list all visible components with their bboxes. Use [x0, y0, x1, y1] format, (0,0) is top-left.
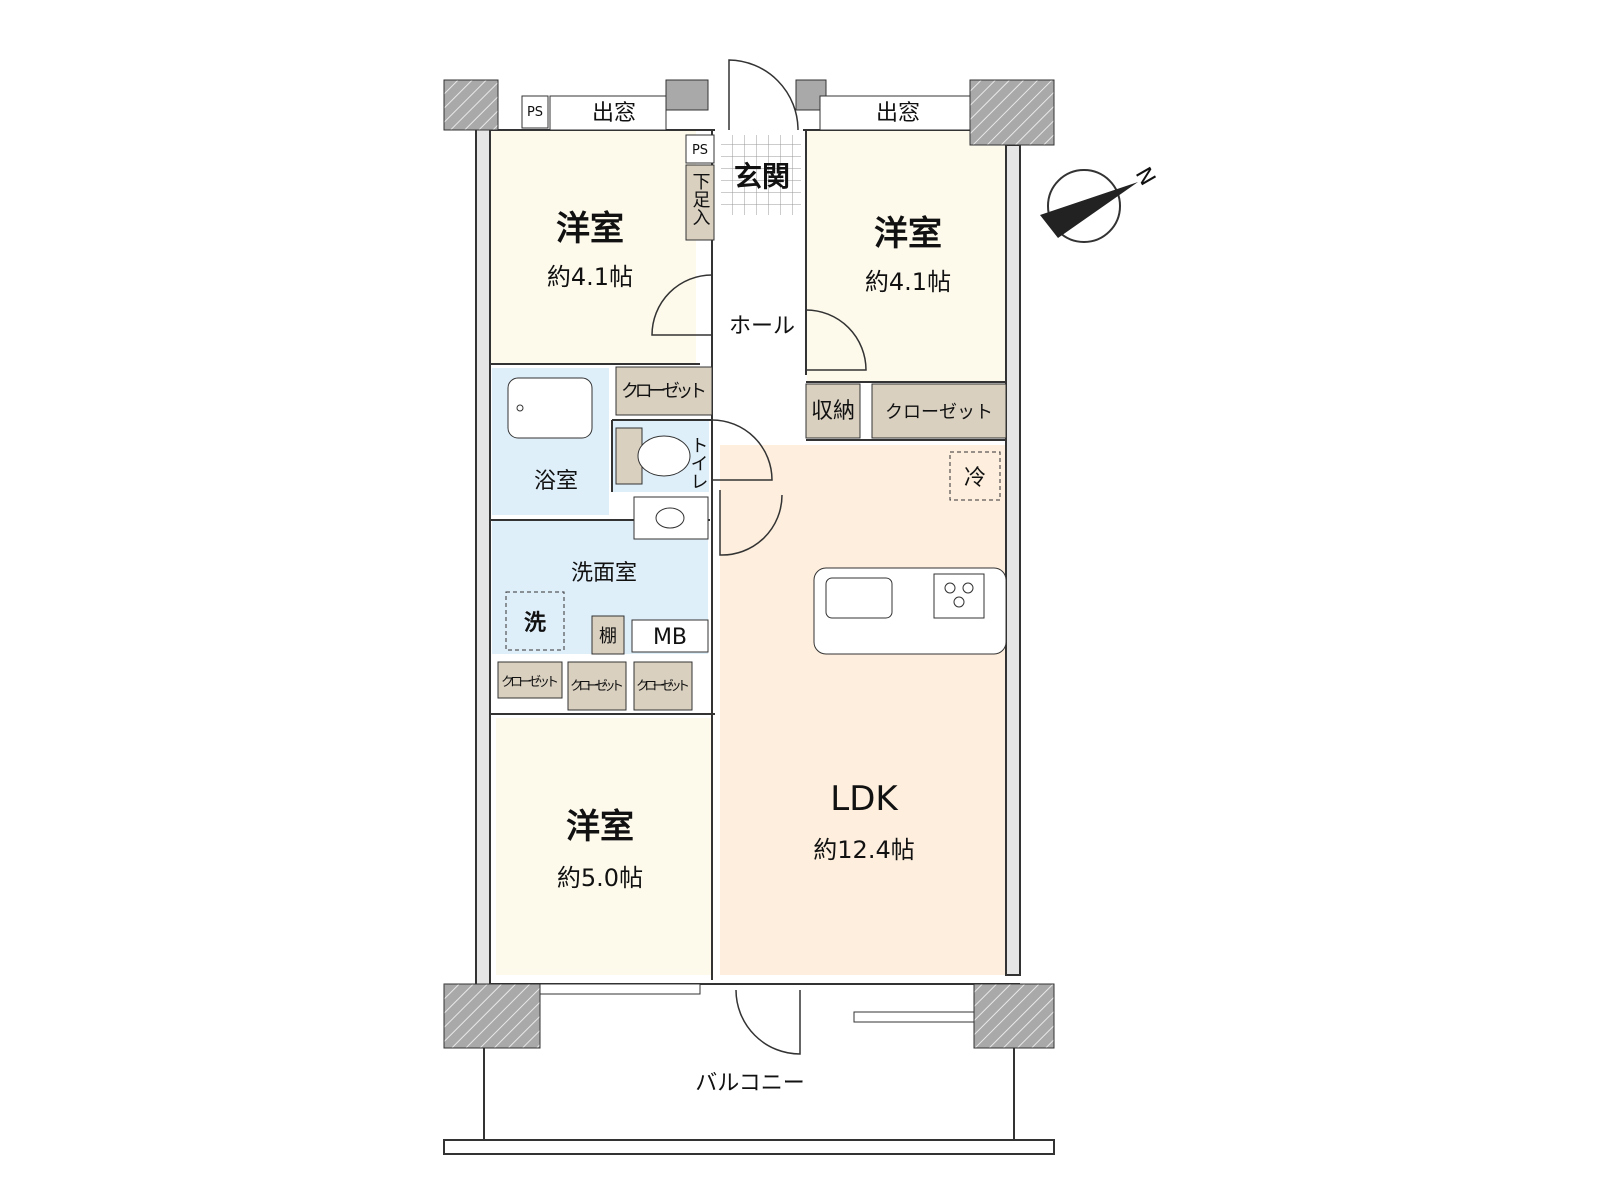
room-name-washroom: 洗面室: [571, 561, 637, 586]
ps-entry-label: PS: [692, 143, 708, 158]
mb-label: MB: [653, 625, 687, 650]
compass-north-label: N: [1130, 163, 1160, 190]
wall-block-nw: [443, 79, 499, 131]
compass-needle: [1040, 182, 1138, 238]
room-name-balcony: バルコニー: [695, 1071, 805, 1096]
stove-burner-2: [962, 582, 974, 594]
western-room-ne-floor: [807, 130, 1006, 382]
closet-s3-label: クローゼット: [636, 679, 690, 694]
room-area-western-s: 約5.0帖: [557, 864, 643, 892]
balcony-door: [735, 989, 801, 1055]
kitchen-sink: [825, 577, 893, 619]
room-area-western-ne: 約4.1帖: [865, 268, 951, 296]
closet-ne: [871, 383, 1007, 439]
entrance-door: [728, 59, 799, 131]
bay-window-right: [819, 95, 971, 131]
storage: [805, 383, 861, 439]
wash-basin-bowl: [655, 507, 685, 529]
entrance-floor: [721, 135, 801, 215]
wall-block-sw: [443, 983, 541, 1049]
door-nw-room: [651, 274, 713, 336]
fridge-label: 冷: [964, 466, 986, 491]
closet-s3: [633, 661, 693, 711]
room-name-toilet: トイレ: [688, 436, 709, 490]
window-se: [853, 1011, 975, 1023]
room-name-hall: ホール: [729, 314, 795, 339]
bay-window-right-label: 出窓: [876, 101, 920, 126]
door-ldk: [719, 490, 783, 556]
stove-burner-1: [944, 582, 956, 594]
bay-window-left-label: 出窓: [592, 101, 636, 126]
door-toilet: [711, 419, 773, 481]
walls: [475, 127, 1021, 987]
room-name-western-nw: 洋室: [556, 209, 624, 249]
fridge-space: [949, 451, 1001, 501]
closet-ne-label: クローゼット: [885, 402, 993, 423]
bay-window-left: [549, 95, 667, 131]
door-ne-room: [805, 309, 867, 371]
room-name-western-ne: 洋室: [874, 214, 942, 254]
room-name-western-s: 洋室: [566, 807, 634, 847]
washer-label: 洗: [524, 611, 546, 636]
shoe-box-label: 下足入: [690, 172, 711, 226]
wash-basin: [633, 496, 709, 540]
room-area-western-nw: 約4.1帖: [547, 263, 633, 291]
shelf: [591, 615, 625, 655]
shoe-box: [685, 164, 715, 241]
bathtub: [507, 377, 593, 439]
shelf-label: 棚: [599, 626, 617, 647]
wall-block-top-mid-l: [665, 79, 709, 111]
bathtub-drain: [516, 404, 524, 412]
wall-block-se: [973, 983, 1055, 1049]
closet-nw-label: クローゼット: [621, 381, 707, 402]
ps-top: [521, 95, 549, 129]
western-room-s-floor: [496, 718, 712, 975]
closet-s2: [567, 661, 627, 711]
room-name-bath: 浴室: [534, 469, 578, 494]
compass: [1040, 169, 1138, 243]
window-sw: [539, 983, 701, 995]
closet-s2-label: クローゼット: [570, 679, 624, 694]
ps-entry: [685, 134, 715, 164]
room-area-ldk: 約12.4帖: [813, 836, 914, 864]
washer-space: [505, 591, 565, 651]
closet-nw: [615, 366, 713, 416]
toilet-bowl: [637, 435, 691, 477]
room-name-ldk: LDK: [830, 779, 899, 819]
ps-top-label: PS: [527, 105, 543, 120]
ldk-floor: [720, 445, 1006, 975]
closet-s1: [497, 661, 563, 699]
stove-burner-3: [953, 596, 965, 608]
mb-box: [631, 619, 709, 653]
closet-s1-label: クローゼット: [501, 675, 559, 690]
western-room-nw-floor: [490, 130, 696, 364]
balcony: [443, 1048, 1055, 1155]
kitchen-stove: [933, 573, 985, 619]
room-name-entrance: 玄関: [734, 160, 790, 193]
wall-block-ne: [969, 79, 1055, 146]
storage-label: 収納: [811, 399, 855, 424]
